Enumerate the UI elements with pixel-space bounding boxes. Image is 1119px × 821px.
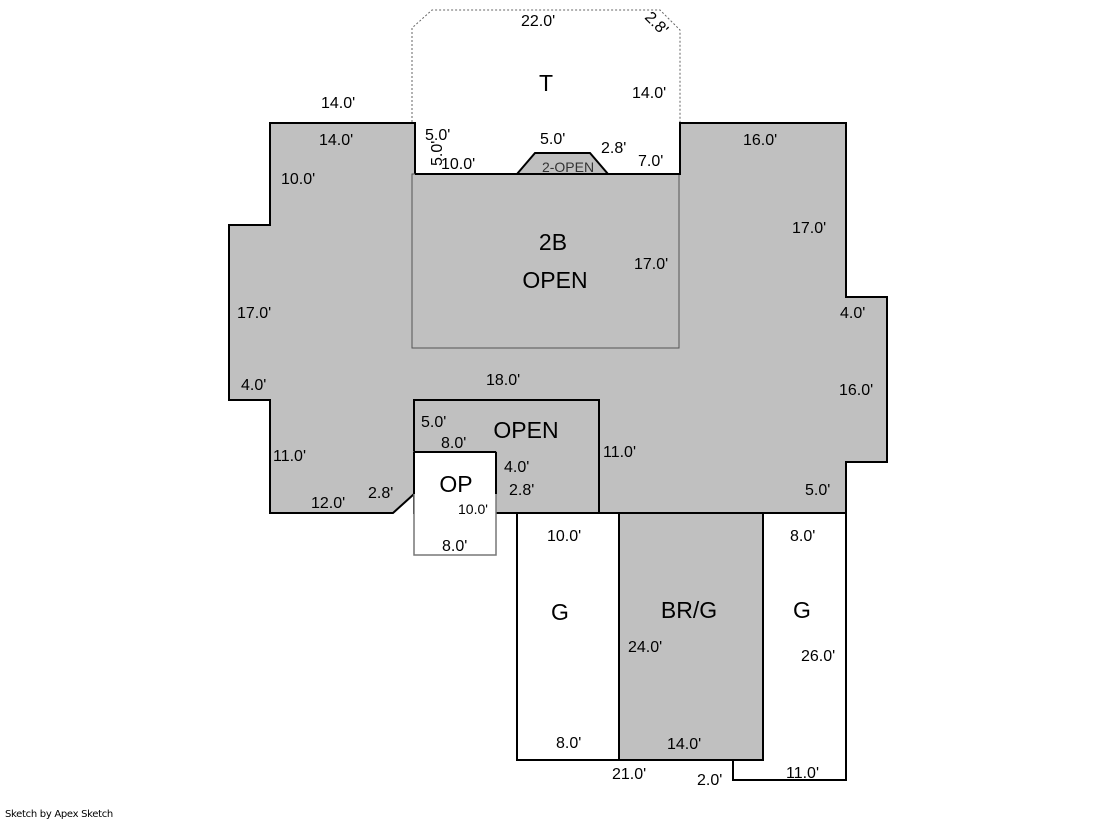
dim: 5.0' (421, 414, 446, 431)
dim: 5.0' (425, 127, 450, 144)
dim: 18.0' (486, 372, 520, 389)
dimension-labels: 22.0' 2.8' 14.0' 5.0' 5.0' 10.0' 5.0' 2.… (237, 9, 873, 789)
dim: 4.0' (504, 459, 529, 476)
dim: 10.0' (547, 528, 581, 545)
room-label-second-open: 2-OPEN (542, 159, 594, 175)
dim: 8.0' (442, 538, 467, 555)
garage-right-area (732, 512, 847, 781)
dim: 14.0' (667, 736, 701, 753)
br-g-area (618, 512, 764, 761)
footer-credit: Sketch by Apex Sketch (5, 809, 113, 820)
dim: 2.8' (601, 140, 626, 157)
dim: 8.0' (441, 435, 466, 452)
room-label-open: OPEN (493, 417, 558, 443)
dim: 24.0' (628, 639, 662, 656)
dim: 26.0' (801, 648, 835, 665)
room-label-br-g: BR/G (661, 597, 717, 623)
dim: 4.0' (840, 305, 865, 322)
room-label-op: OP (439, 471, 472, 497)
dim: 17.0' (634, 256, 668, 273)
two-b-open-area (411, 173, 680, 349)
dim: 10.0' (441, 156, 475, 173)
dim: 14.0' (319, 132, 353, 149)
dim: 21.0' (612, 766, 646, 783)
room-label-garage-right: G (793, 597, 811, 623)
dim: 5.0' (805, 482, 830, 499)
dim: 17.0' (237, 305, 271, 322)
dim: 14.0' (321, 95, 355, 112)
dim: 16.0' (839, 382, 873, 399)
dim: 7.0' (638, 153, 663, 170)
dim: 11.0' (273, 448, 306, 465)
second-open-area (514, 152, 611, 175)
dim: 5.0' (429, 141, 446, 166)
dim: 16.0' (743, 132, 777, 149)
dim: 2.8' (509, 482, 534, 499)
garage-left-area (516, 512, 620, 761)
dim: 8.0' (556, 735, 581, 752)
dim: 17.0' (792, 220, 826, 237)
room-label-2b-open: OPEN (522, 267, 587, 293)
op-area (413, 451, 497, 556)
room-label-garage-left: G (551, 599, 569, 625)
dim: 14.0' (632, 85, 666, 102)
dim: 2.8' (368, 485, 393, 502)
dim: 2.0' (697, 772, 722, 789)
dim: 8.0' (790, 528, 815, 545)
dim: 4.0' (241, 377, 266, 394)
dim: 22.0' (521, 13, 555, 30)
room-label-2b: 2B (539, 229, 567, 255)
dim: 5.0' (540, 131, 565, 148)
dim: 11.0' (786, 765, 819, 782)
dim: 11.0' (603, 444, 636, 461)
dim: 12.0' (311, 495, 345, 512)
room-label-terrace: T (539, 70, 553, 96)
dim: 10.0' (281, 171, 315, 188)
dim: 10.0' (458, 501, 488, 517)
